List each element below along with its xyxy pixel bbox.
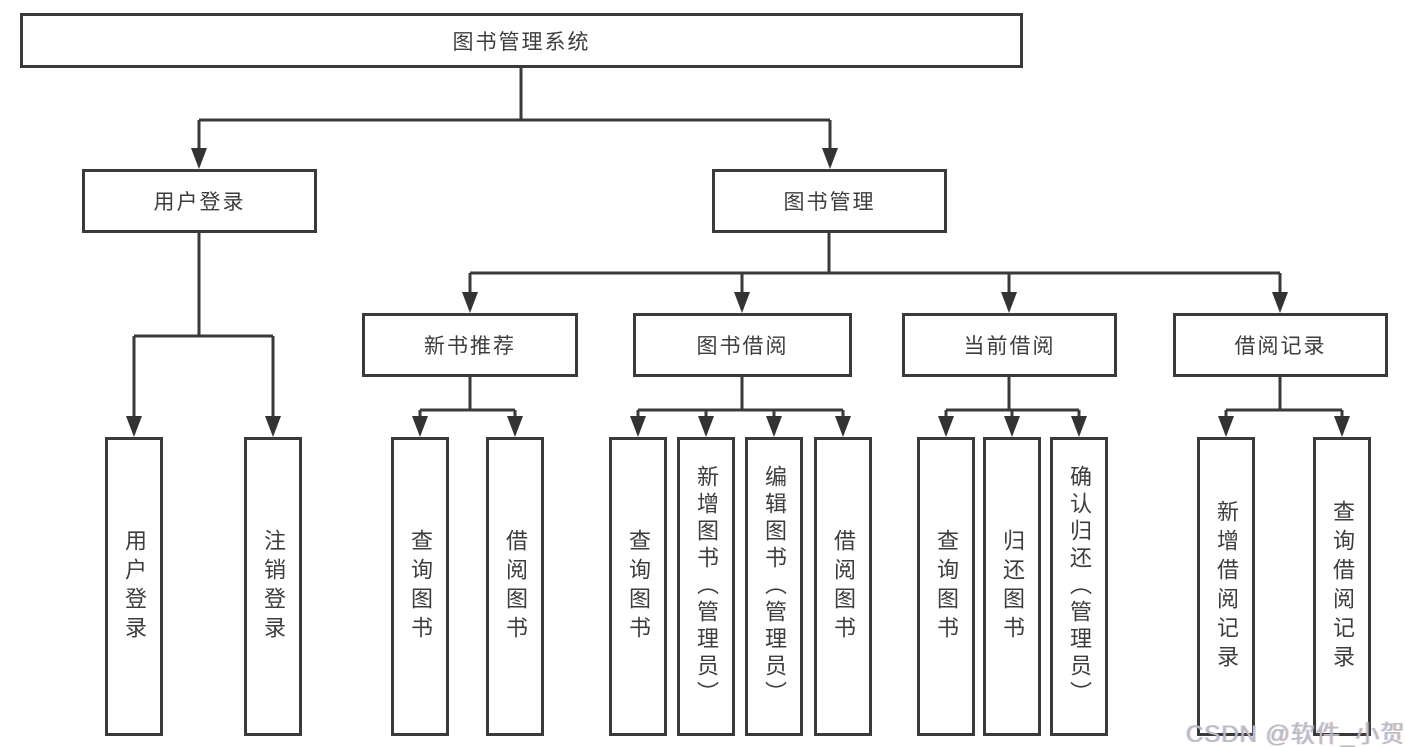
node-leaf-return-book: 归还图书 <box>983 437 1041 736</box>
arrow-down-icon <box>1272 292 1288 313</box>
arrow-down-icon <box>734 292 750 313</box>
node-label: 用户登录 <box>122 528 147 645</box>
arrow-down-icon <box>1071 416 1087 437</box>
node-label: 图书管理系统 <box>452 30 591 54</box>
arrow-down-icon <box>698 416 714 437</box>
arrow-down-icon <box>191 148 207 169</box>
node-leaf-query-book: 查询图书 <box>917 437 975 736</box>
node-label: 查询图书 <box>934 528 959 645</box>
node-label: 用户登录 <box>153 191 246 214</box>
arrow-down-icon <box>462 292 478 313</box>
arrow-down-icon <box>630 416 646 437</box>
node-leaf-edit-book-admin: 编辑图书（管理员） <box>745 437 803 736</box>
arrow-down-icon <box>265 416 281 437</box>
node-borrow-record: 借阅记录 <box>1173 313 1388 377</box>
node-label: 借阅图书 <box>503 528 528 645</box>
arrow-down-icon <box>835 416 851 437</box>
node-label: 当前借阅 <box>963 335 1056 358</box>
node-leaf-query-borrow-record: 查询借阅记录 <box>1313 437 1371 736</box>
node-user-login: 用户登录 <box>82 169 317 233</box>
node-label: 归还图书 <box>1000 528 1025 645</box>
arrow-down-icon <box>938 416 954 437</box>
node-label: 新增借阅记录 <box>1214 499 1239 674</box>
node-leaf-query-book: 查询图书 <box>391 437 449 736</box>
node-library-system: 图书管理系统 <box>20 13 1023 68</box>
arrow-down-icon <box>1004 416 1020 437</box>
node-label: 查询图书 <box>408 528 433 645</box>
node-label: 编辑图书（管理员） <box>762 465 787 708</box>
node-leaf-borrow-book: 借阅图书 <box>486 437 544 736</box>
node-label: 查询借阅记录 <box>1330 499 1355 674</box>
node-label: 借阅记录 <box>1234 335 1327 358</box>
node-label: 注销登录 <box>261 528 286 645</box>
node-new-book-recommend: 新书推荐 <box>362 313 578 377</box>
arrow-down-icon <box>1218 416 1234 437</box>
node-label: 查询图书 <box>626 528 651 645</box>
node-book-management: 图书管理 <box>712 169 947 233</box>
csdn-watermark: CSDN @软件_小贺同学 <box>1186 721 1405 747</box>
node-label: 确认归还（管理员） <box>1067 465 1092 708</box>
node-book-borrow: 图书借阅 <box>633 313 852 377</box>
node-leaf-user-login: 用户登录 <box>105 437 163 736</box>
arrow-down-icon <box>766 416 782 437</box>
arrow-down-icon <box>1001 292 1017 313</box>
arrow-down-icon <box>507 416 523 437</box>
node-label: 图书管理 <box>783 191 876 214</box>
arrow-down-icon <box>126 416 142 437</box>
node-label: 图书借阅 <box>696 335 789 358</box>
node-leaf-add-borrow-record: 新增借阅记录 <box>1197 437 1255 736</box>
arrow-down-icon <box>412 416 428 437</box>
node-label: 新书推荐 <box>424 335 516 358</box>
node-current-borrow: 当前借阅 <box>902 313 1117 377</box>
arrow-down-icon <box>1334 416 1350 437</box>
node-label: 新增图书（管理员） <box>694 465 719 708</box>
node-leaf-confirm-return-admin: 确认归还（管理员） <box>1050 437 1108 736</box>
node-leaf-add-book-admin: 新增图书（管理员） <box>677 437 735 736</box>
node-leaf-borrow-book: 借阅图书 <box>814 437 872 736</box>
arrow-down-icon <box>822 148 838 169</box>
node-leaf-query-book: 查询图书 <box>609 437 667 736</box>
node-leaf-logout: 注销登录 <box>244 437 302 736</box>
node-label: 借阅图书 <box>831 528 856 645</box>
